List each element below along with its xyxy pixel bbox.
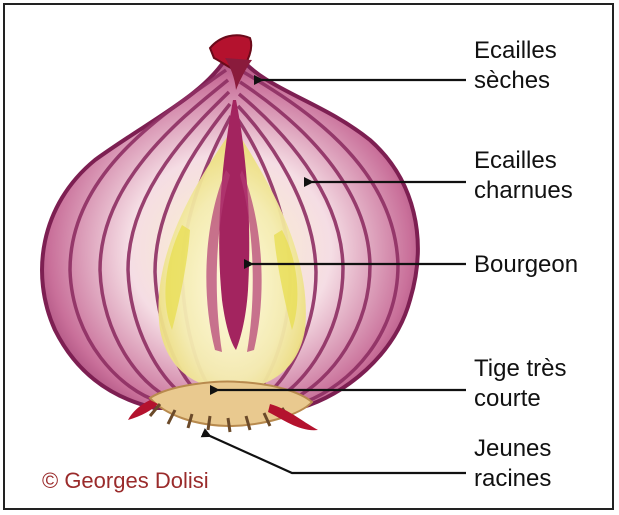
label-stem: Tige très courte [474,354,566,414]
label-fleshy-scales-line2: charnues [474,176,573,206]
label-bud: Bourgeon [474,250,578,280]
label-roots: Jeunes racines [474,434,551,494]
label-roots-line2: racines [474,464,551,494]
label-roots-line1: Jeunes [474,434,551,464]
copyright-credit: © Georges Dolisi [42,468,209,494]
label-dry-scales-line2: sèches [474,66,557,96]
label-fleshy-scales: Ecailles charnues [474,146,573,206]
label-fleshy-scales-line1: Ecailles [474,146,573,176]
label-dry-scales-line1: Ecailles [474,36,557,66]
label-dry-scales: Ecailles sèches [474,36,557,96]
label-stem-line1: Tige très [474,354,566,384]
label-stem-line2: courte [474,384,566,414]
arrow-roots [210,436,466,473]
label-bud-line1: Bourgeon [474,250,578,280]
